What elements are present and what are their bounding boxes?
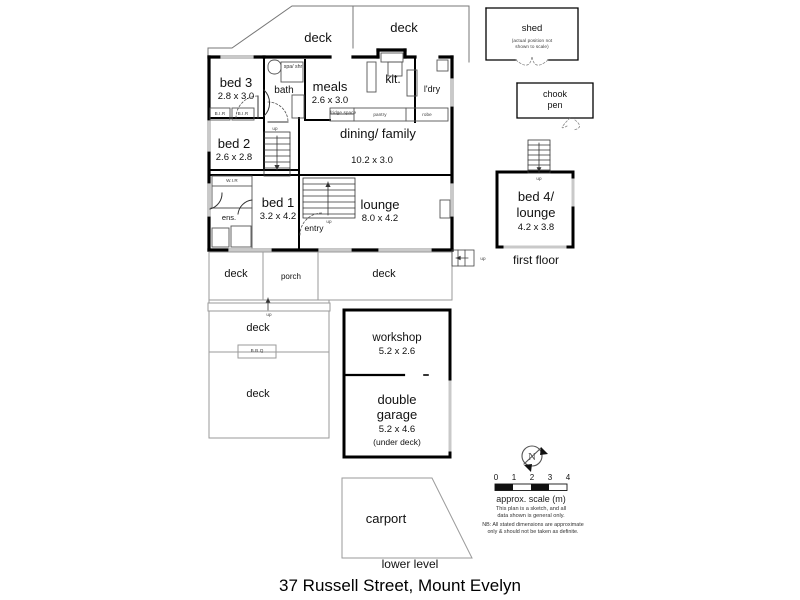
compass-north-letter: N	[528, 451, 536, 463]
